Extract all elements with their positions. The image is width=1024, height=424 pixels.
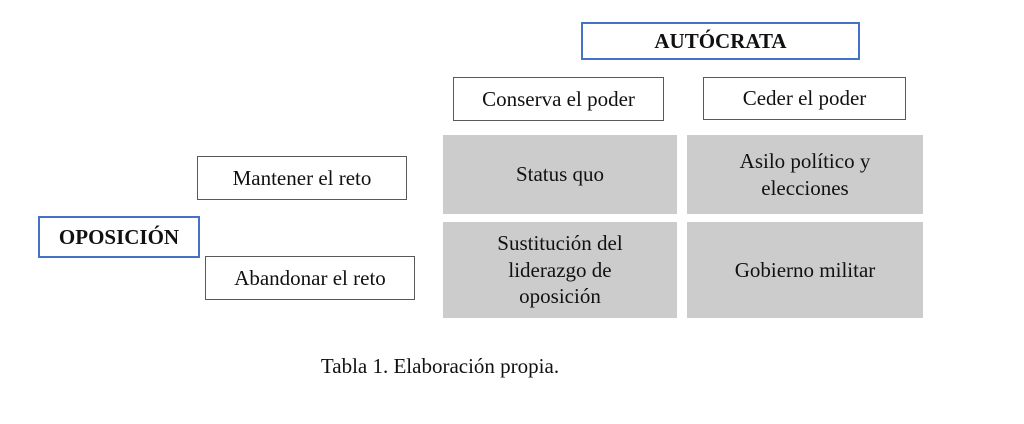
row-header-abandonar-el-reto: Abandonar el reto — [205, 256, 415, 300]
column-header-ceder-el-poder: Ceder el poder — [703, 77, 906, 120]
row-header-mantener-el-reto: Mantener el reto — [197, 156, 407, 200]
column-player-header: AUTÓCRATA — [581, 22, 860, 60]
matrix-cell-sustitucion-liderazgo: Sustitución del liderazgo de oposición — [443, 222, 677, 318]
matrix-cell-asilo-politico: Asilo político y elecciones — [687, 135, 923, 214]
table-caption: Tabla 1. Elaboración propia. — [320, 354, 560, 378]
matrix-cell-gobierno-militar: Gobierno militar — [687, 222, 923, 318]
matrix-cell-status-quo: Status quo — [443, 135, 677, 214]
column-header-conserva-el-poder: Conserva el poder — [453, 77, 664, 121]
row-player-header: OPOSICIÓN — [38, 216, 200, 258]
